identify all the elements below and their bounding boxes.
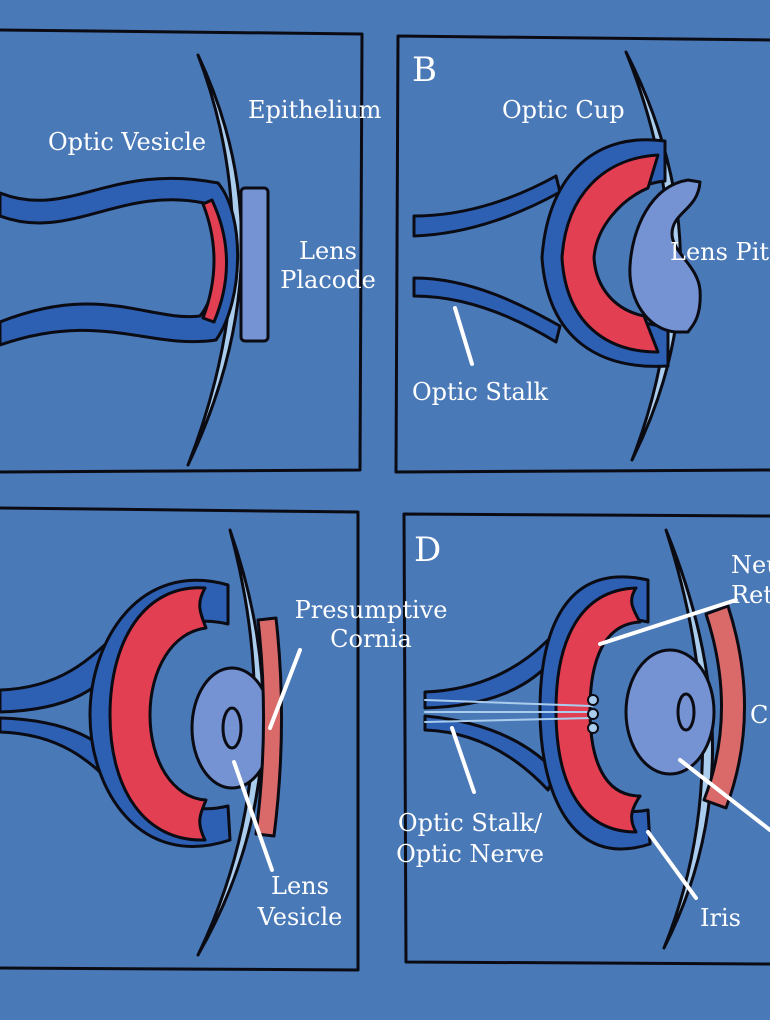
optic-stalk-lower [412, 276, 562, 344]
optic-cup-retina [560, 153, 660, 354]
label-presumptive-cornia-line1: Presumptive [294, 596, 448, 624]
panel-c-frame [0, 506, 360, 972]
lens-vesicle-lumen [221, 706, 243, 750]
neural-retina-d [554, 586, 642, 834]
label-neural-retina-line1: Neu [731, 551, 770, 579]
lens-placode [239, 186, 270, 343]
label-optic-vesicle: Optic Vesicle [48, 128, 207, 156]
lens-d [624, 648, 716, 776]
label-epithelium: Epithelium [248, 96, 382, 124]
leader-optic-stalk-b [453, 306, 474, 366]
panel-a [0, 28, 364, 474]
leader-neural-retina [598, 598, 738, 646]
label-cornea-partial: C [750, 701, 769, 729]
panel-d-letter: D [414, 530, 442, 570]
cornea-d [702, 604, 746, 810]
panel-b [394, 34, 770, 474]
label-optic-nerve-line2: Optic Nerve [396, 840, 544, 868]
panel-b-frame [394, 34, 770, 474]
label-presumptive-cornia-line2: Cornia [330, 625, 412, 653]
retina-c [108, 586, 208, 842]
leader-lens-d [678, 758, 770, 832]
leader-lens-vesicle [232, 760, 274, 872]
leader-optic-nerve [450, 726, 476, 794]
label-optic-nerve-line1: Optic Stalk/ [397, 809, 543, 837]
optic-stalk-upper [412, 174, 562, 238]
panel-a-frame [0, 28, 364, 474]
label-lens-placode-line1: Lens [299, 237, 357, 265]
label-lens-vesicle-line2: Vesicle [257, 903, 343, 931]
optic-disc-knots [587, 694, 599, 734]
panel-d-frame [402, 512, 770, 966]
label-neural-retina-line2: Ret [731, 581, 770, 609]
label-iris: Iris [700, 904, 741, 932]
presumptive-retina-a [201, 198, 228, 324]
panel-b-letter: B [412, 50, 437, 90]
leader-presumptive-cornea [268, 648, 302, 730]
label-lens-vesicle-line1: Lens [271, 872, 329, 900]
label-lens-placode-line2: Placode [280, 266, 376, 294]
panel-d [402, 512, 770, 966]
epithelium-a [186, 53, 244, 467]
label-optic-stalk: Optic Stalk [412, 378, 549, 406]
panel-c [0, 506, 360, 972]
label-optic-cup: Optic Cup [502, 96, 625, 124]
lens-pit [628, 178, 702, 334]
optic-nerve-fibers [424, 699, 593, 723]
lens-d-center [676, 692, 696, 732]
label-lens-pit: Lens Pit [670, 238, 770, 266]
optic-stalk-d [423, 638, 558, 792]
optic-vesicle-wall [0, 176, 240, 347]
leader-iris [646, 830, 698, 900]
